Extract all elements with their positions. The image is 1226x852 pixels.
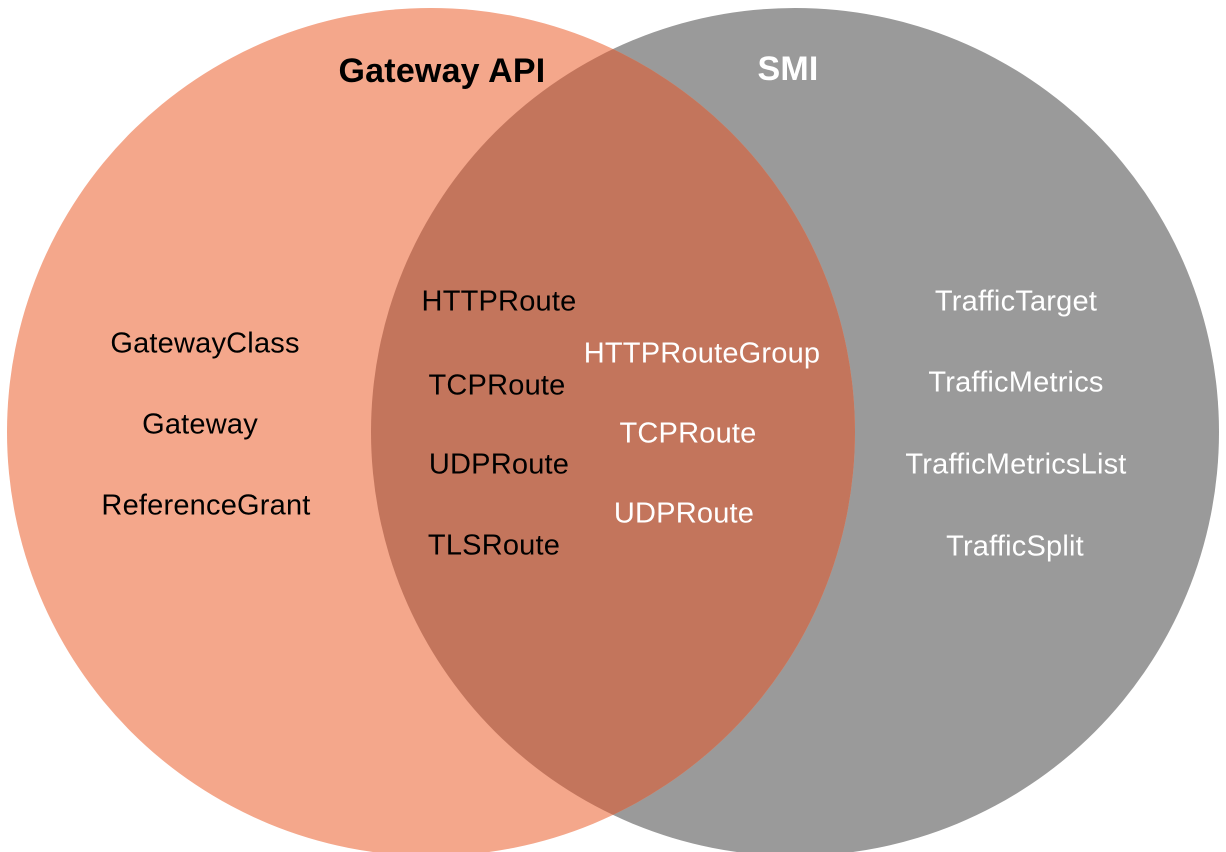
smi-item-trafficmetricslist: TrafficMetricsList [905,448,1127,481]
intersection-lens [371,8,855,852]
gateway-api-item-referencegrant: ReferenceGrant [101,489,311,522]
overlap-gateway-item-tlsroute: TLSRoute [427,529,561,562]
overlap-smi-item-httproutegroup: HTTPRouteGroup [583,337,821,370]
gateway-api-item-gateway: Gateway [142,408,258,441]
smi-title: SMI [757,50,819,88]
smi-item-traffictarget: TrafficTarget [934,285,1098,318]
gateway-api-title: Gateway API [338,52,546,90]
gateway-api-item-gatewayclass: GatewayClass [110,327,300,360]
smi-item-trafficmetrics: TrafficMetrics [928,366,1104,399]
overlap-smi-item-udproute: UDPRoute [613,497,755,530]
overlap-gateway-item-httproute: HTTPRoute [421,285,577,318]
smi-item-trafficsplit: TrafficSplit [946,530,1084,563]
overlap-gateway-item-udproute: UDPRoute [428,448,570,481]
overlap-gateway-item-tcproute: TCPRoute [428,369,566,402]
overlap-smi-item-tcproute: TCPRoute [619,417,757,450]
